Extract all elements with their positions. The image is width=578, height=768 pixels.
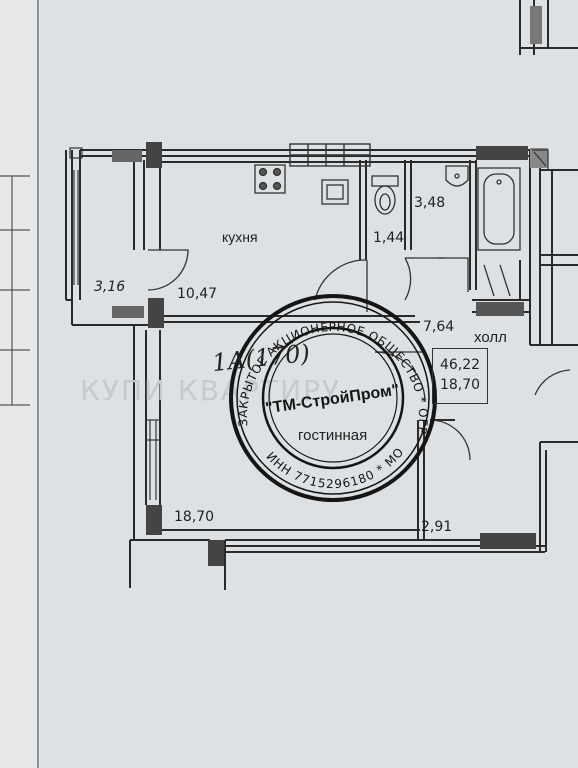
hall-area: 7,64 [423, 319, 455, 335]
living-area: 18,70 [174, 509, 215, 525]
hall-name: холл [474, 329, 507, 346]
bathroom-sink-icon [445, 165, 469, 187]
toilet-area: 1,44 [373, 230, 405, 246]
balcony-window [69, 147, 83, 285]
balcony-area: 3,16 [94, 279, 126, 295]
top-windows [289, 143, 371, 167]
bathtub-icon [477, 167, 521, 251]
summary-box: 46,22 18,70 [432, 348, 488, 404]
storage-area: 2,91 [421, 519, 453, 535]
left-margin-lines [0, 0, 39, 768]
summary-living: 18,70 [439, 377, 481, 393]
bath-area: 3,48 [414, 195, 446, 211]
toilet-icon [371, 175, 399, 215]
door-swings [147, 249, 571, 461]
living-name: гостинная [298, 427, 368, 444]
kitchen-area: 10,47 [177, 286, 218, 302]
living-window [146, 419, 160, 500]
shower-corner-icon [532, 149, 549, 170]
summary-total: 46,22 [439, 357, 481, 373]
stove-icon [254, 164, 286, 194]
kitchen-name: кухня [222, 229, 258, 245]
kitchen-sink-icon [321, 179, 349, 205]
watermark-text: КУПИ КВАРТИРУ [80, 374, 341, 407]
